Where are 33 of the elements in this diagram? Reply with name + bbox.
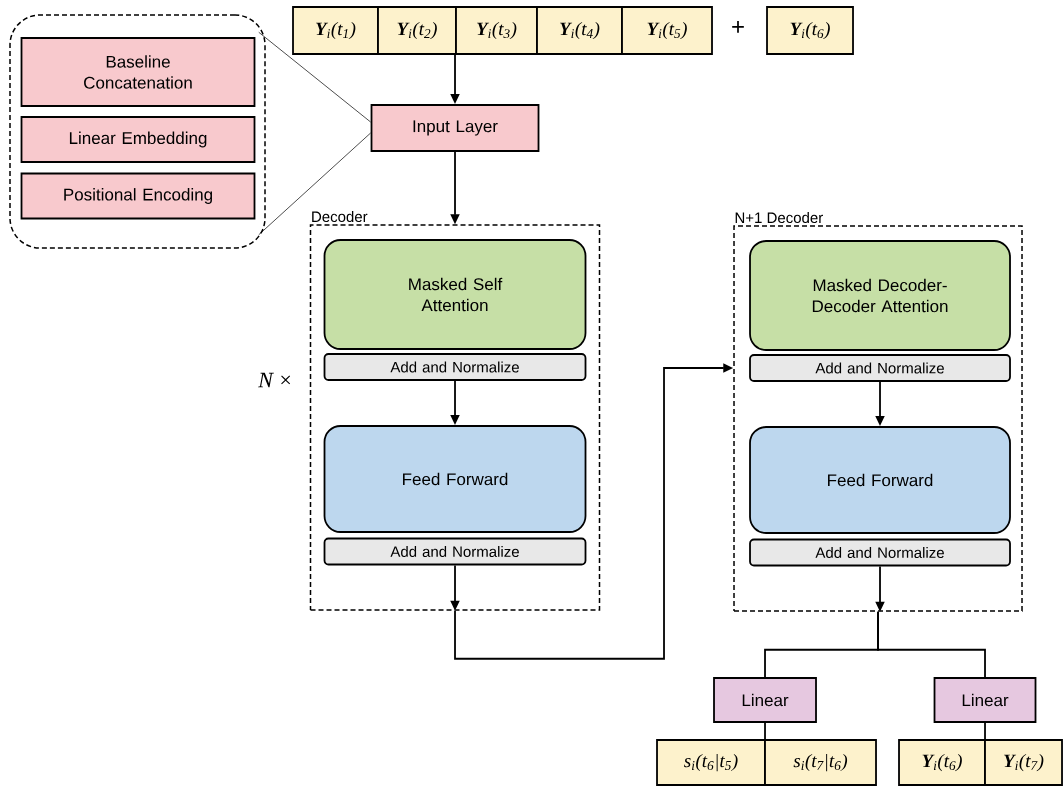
connector-line [984, 722, 986, 740]
layer-box: Baseline Concatenation [20, 37, 256, 107]
sequence-cell: Y$_{i}$(t$_{6}$) [766, 6, 854, 55]
layer-box: Input Layer [370, 104, 540, 152]
leader-line [258, 132, 371, 236]
attention-box: Masked Self Attention [323, 239, 587, 350]
repeat-label: N × [258, 372, 291, 388]
sequence-cell: Y$_{i}$(t$_{3}$) [455, 6, 538, 55]
attention-box: Masked Decoder-Decoder Attention [749, 240, 1011, 351]
connector-line [764, 722, 766, 740]
normalize-bar: Add and Normalize [749, 538, 1011, 567]
sequence-cell: Y$_{i}$(t$_{6}$) [898, 739, 986, 786]
leader-line [258, 31, 371, 123]
feed-forward-box: Feed Forward [749, 426, 1011, 534]
sequence-cell: s$_{i}$(t$_{6}$|t$_{5}$) [656, 739, 766, 786]
normalize-bar: Add and Normalize [323, 353, 587, 381]
box-heading: N+1 Decoder [735, 212, 823, 224]
linear-box: Linear [713, 677, 817, 723]
plus-sign: + [732, 21, 744, 33]
sequence-cell: Y$_{i}$(t$_{4}$) [536, 6, 623, 55]
layer-box: Linear Embedding [20, 116, 256, 163]
sequence-cell: Y$_{i}$(t$_{7}$) [984, 739, 1063, 786]
sequence-cell: Y$_{i}$(t$_{1}$) [292, 6, 379, 55]
linear-box: Linear [933, 677, 1037, 723]
box-heading: Decoder [312, 211, 368, 223]
layer-box: Positional Encoding [20, 172, 256, 220]
normalize-bar: Add and Normalize [323, 537, 587, 566]
feed-forward-box: Feed Forward [323, 425, 587, 533]
sequence-cell: Y$_{i}$(t$_{2}$) [377, 6, 457, 55]
normalize-bar: Add and Normalize [749, 354, 1011, 382]
connector-line [877, 610, 986, 678]
sequence-cell: s$_{i}$(t$_{7}$|t$_{6}$) [764, 739, 877, 786]
sequence-cell: Y$_{i}$(t$_{5}$) [621, 6, 713, 55]
